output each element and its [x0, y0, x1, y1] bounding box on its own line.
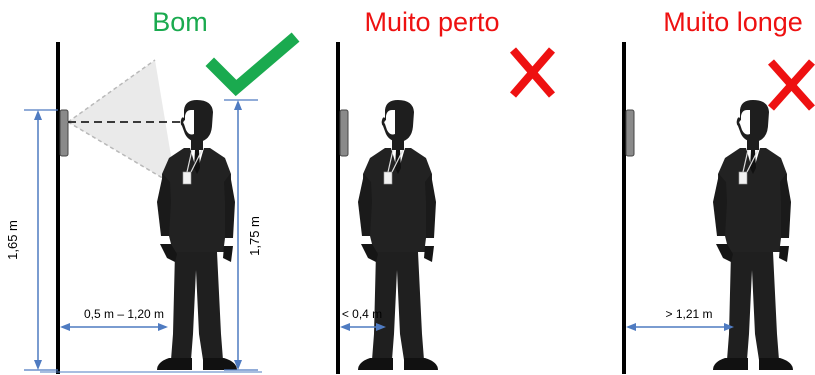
distance-dimension: > 1,21 m — [626, 307, 734, 331]
panel-title-good: Bom — [152, 7, 208, 37]
distance-label: > 1,21 m — [665, 307, 712, 321]
face-recognition-device — [59, 109, 69, 157]
panel-good: Bom 1,65 m — [5, 7, 300, 374]
person-figure — [156, 99, 238, 371]
camera-height-dimension: 1,65 m — [5, 109, 58, 371]
panel-too-close: Muito perto < 0,4 m — [336, 7, 556, 374]
camera-view-cone — [68, 60, 176, 186]
distance-dimension: < 0,4 m — [340, 307, 386, 331]
face-recognition-device — [339, 109, 349, 157]
distance-dimension: 0,5 m – 1,20 m — [60, 307, 168, 331]
checkmark-icon — [205, 32, 300, 97]
cross-icon — [509, 47, 556, 98]
person-height-dimension: 1,75 m — [224, 99, 262, 371]
camera-height-label: 1,65 m — [5, 220, 20, 260]
person-figure — [357, 99, 439, 371]
cross-icon — [768, 59, 815, 111]
face-recognition-device — [625, 109, 635, 157]
panel-title-too-far: Muito longe — [663, 7, 803, 37]
panel-title-too-close: Muito perto — [364, 7, 499, 37]
panel-too-far: Muito longe > 1,21 m — [622, 7, 815, 374]
person-height-label: 1,75 m — [247, 216, 262, 256]
distance-label: 0,5 m – 1,20 m — [84, 307, 164, 321]
distance-label: < 0,4 m — [342, 307, 382, 321]
